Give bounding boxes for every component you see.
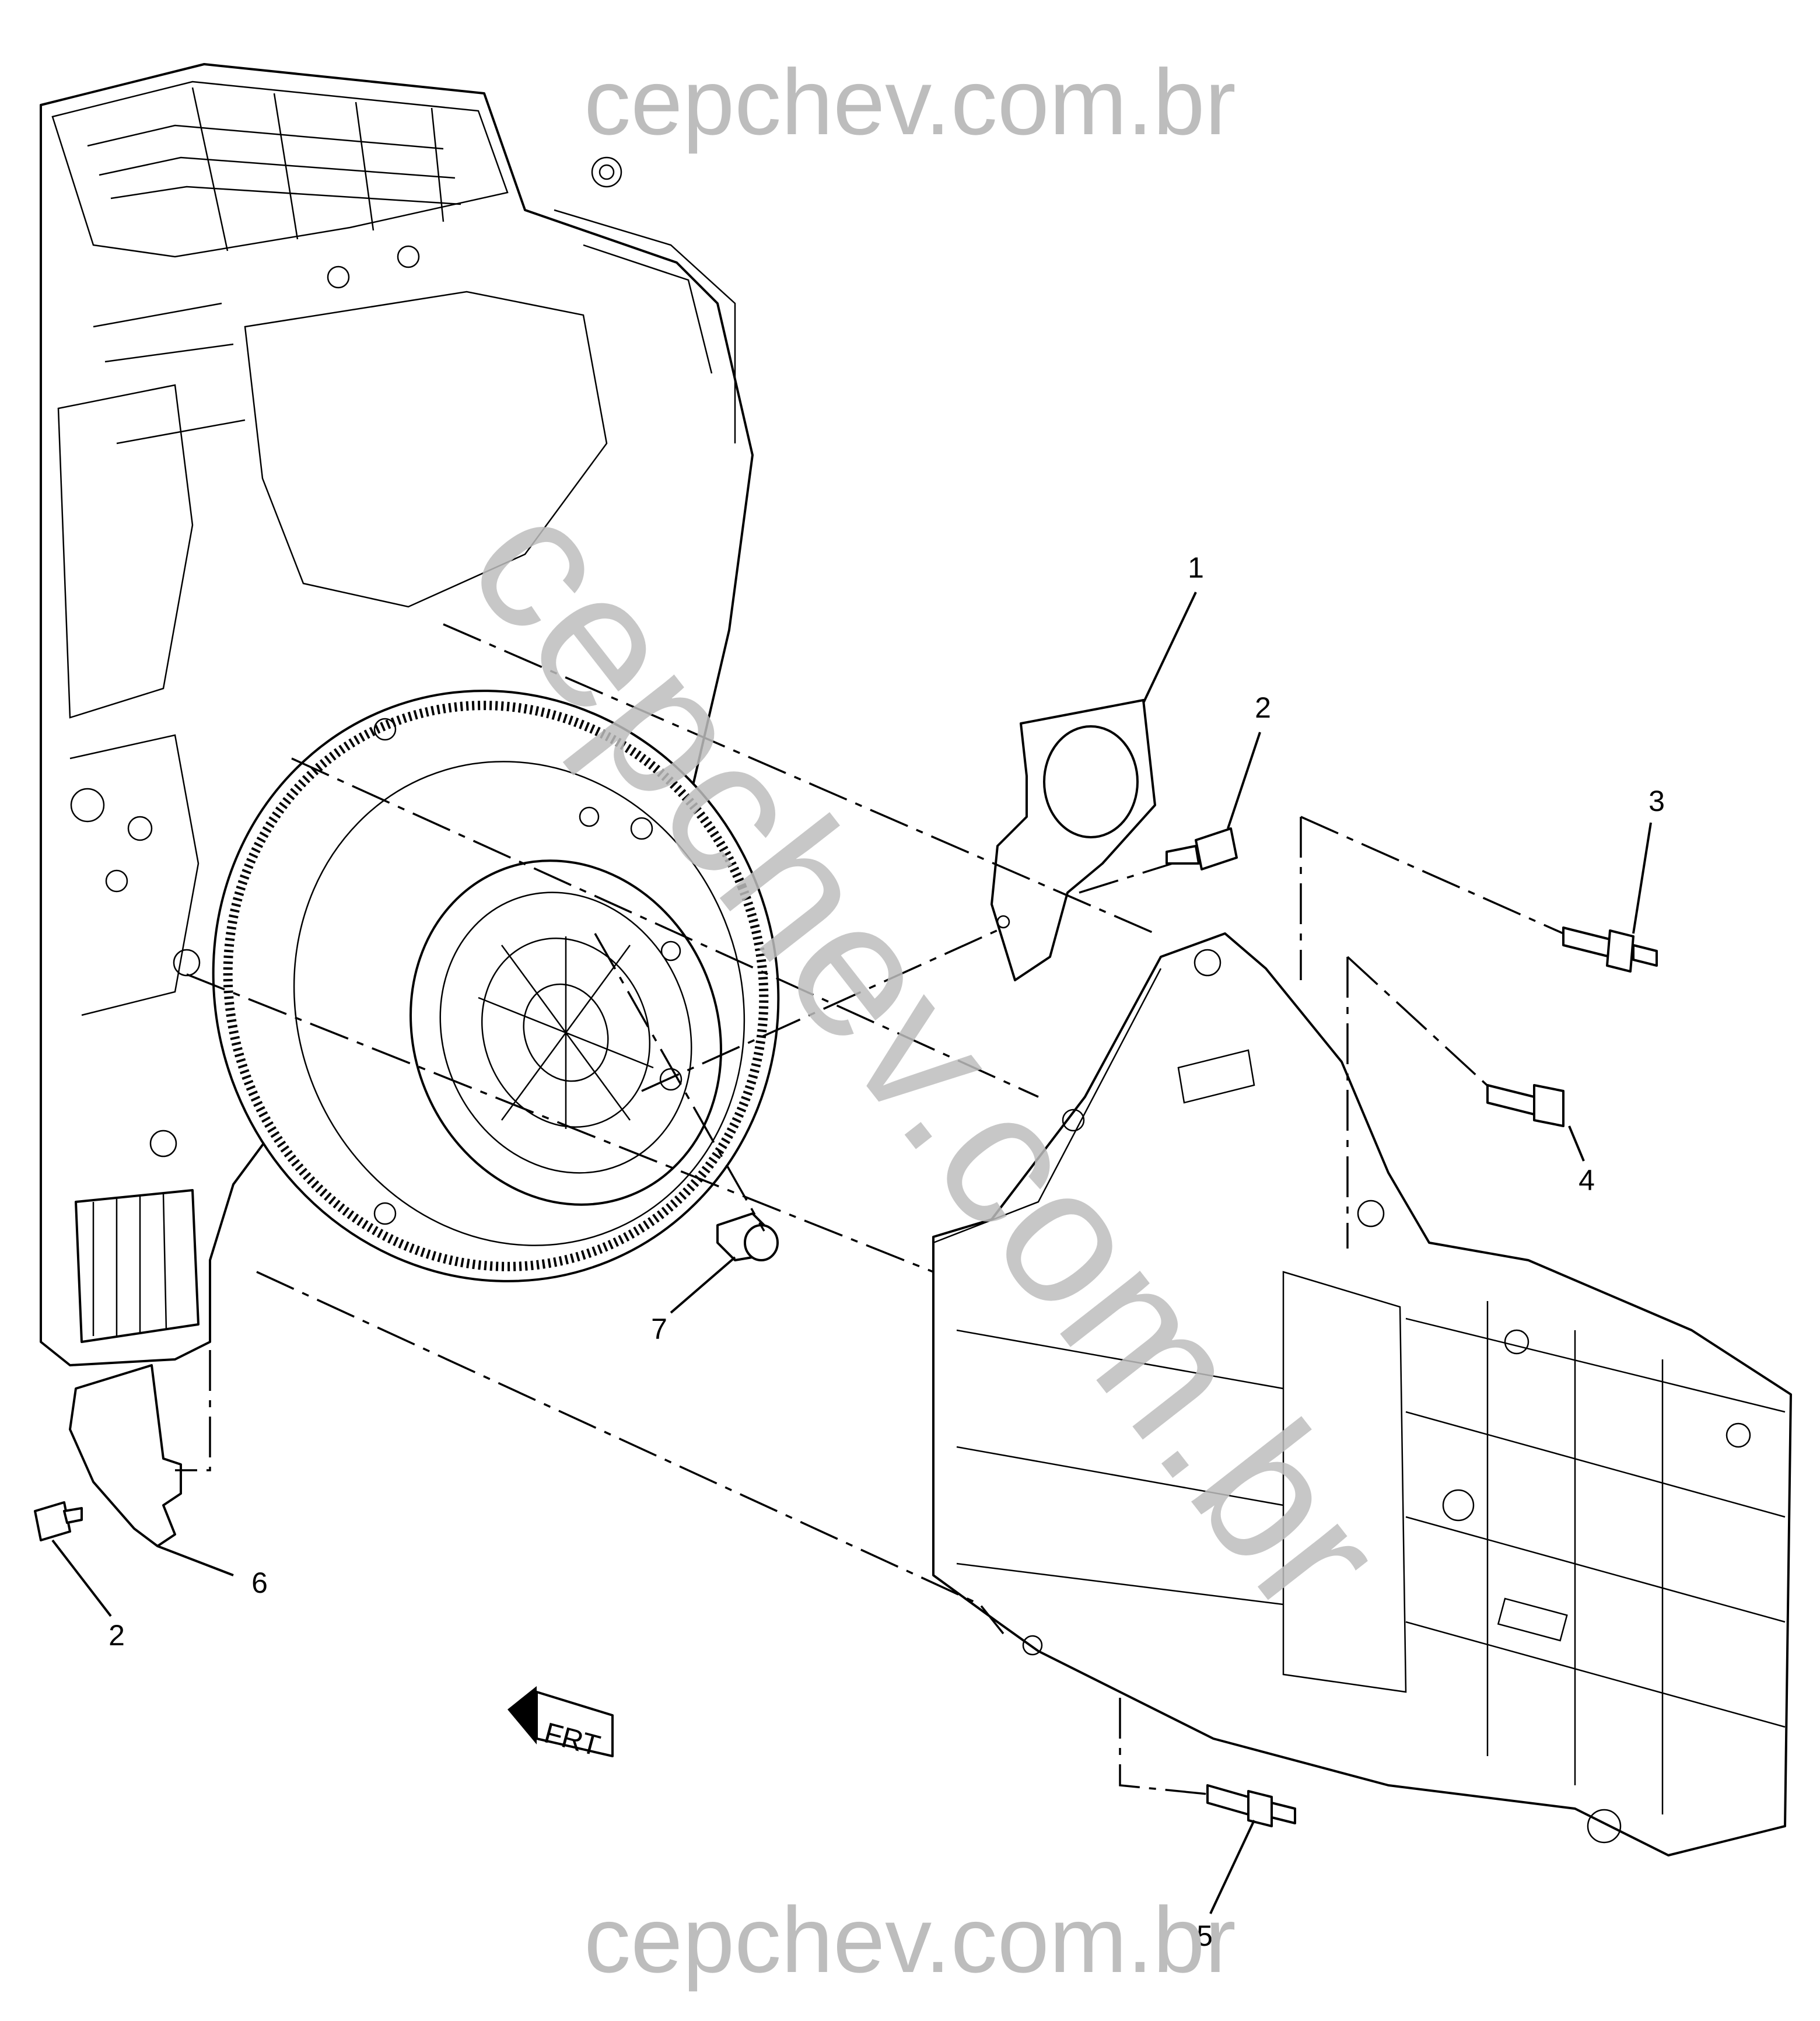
watermark-bottom: cepchev.com.br	[584, 1887, 1236, 1992]
alignment-lines	[175, 623, 1564, 1795]
callout-5: 5	[1196, 1919, 1213, 1952]
part-4-bolt	[1486, 1084, 1564, 1127]
callout-3: 3	[1648, 785, 1665, 817]
callout-1: 1	[1188, 551, 1204, 584]
part-3-stud-bolt	[1562, 926, 1658, 973]
part-2-bolt-upper	[1166, 827, 1238, 870]
oil-filter	[75, 1189, 200, 1343]
part-5-stud-bolt	[1206, 1784, 1296, 1827]
front-direction-marker: FRT	[508, 1686, 614, 1763]
watermark-top: cepchev.com.br	[584, 50, 1236, 154]
part-6-cover-bracket	[69, 1364, 182, 1547]
callout-4: 4	[1578, 1164, 1595, 1197]
clutch-flywheel-assembly	[212, 690, 780, 1282]
transmission-assembly	[932, 932, 1792, 1856]
callout-7: 7	[651, 1313, 667, 1345]
callout-6: 6	[251, 1567, 268, 1599]
part-1-spacer-plate	[991, 699, 1156, 981]
callout-2-lower: 2	[108, 1619, 125, 1652]
part-7-bushing	[716, 1212, 779, 1261]
callout-2-upper: 2	[1255, 691, 1271, 724]
callout-leaders	[51, 592, 1652, 1914]
part-2-bolt-lower	[34, 1501, 83, 1541]
